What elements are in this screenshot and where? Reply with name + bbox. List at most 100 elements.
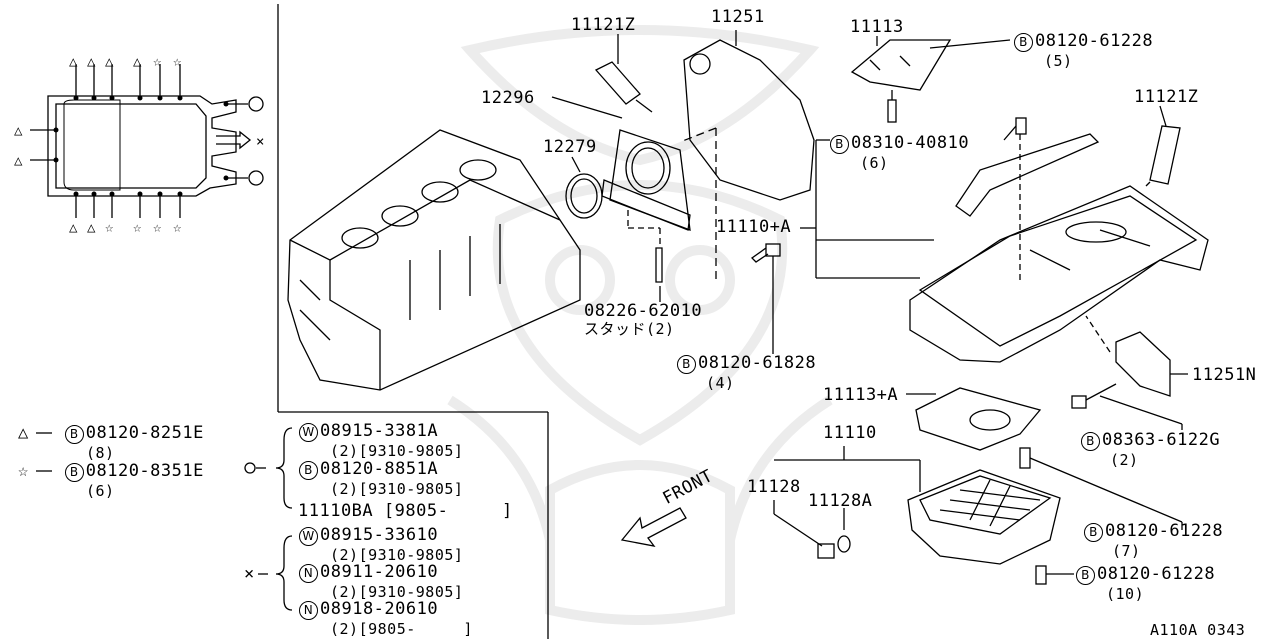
qty: (6) [86,482,115,500]
svg-text:☆: ☆ [153,220,162,236]
label-11121z-top: 11121Z [571,15,636,35]
note: [9805- ] [383,501,513,521]
sealant-tube-right [1149,125,1181,185]
cover [1115,331,1171,397]
star-icon: ☆ [18,461,29,481]
bolt-40810 [1015,117,1027,135]
badge-b: B [1014,33,1033,52]
label-11128: 11128 [747,477,801,497]
note: (2)[9310-9805] [330,546,464,564]
bolt-61828 [750,243,781,263]
label-11251n: 11251N [1192,365,1257,385]
label-11113: 11113 [850,17,904,37]
badge-b: B [1076,566,1095,585]
seal-retainer [601,129,691,231]
note: (2)[9310-9805] [330,442,464,460]
label-11110a: 11110+A [716,217,792,237]
legend-circle-line-3: 11110BA [9805- ] [298,502,513,520]
part-number: 08120-61228 [1097,564,1216,584]
callout-stud: 08226-62010 [584,301,703,321]
drain-washer [837,535,851,553]
part-number: 08120-61228 [1105,521,1224,541]
svg-text:△: △ [87,220,96,236]
svg-text:△: △ [105,54,114,70]
svg-text:△: △ [87,54,96,70]
svg-text:×: × [256,134,264,150]
gasket-schematic [30,64,264,218]
svg-text:☆: ☆ [105,220,114,236]
qty: (4) [706,374,735,392]
bolt-top [887,99,897,123]
rear-plate [683,39,815,201]
svg-text:△: △ [14,123,23,139]
badge-w: W [299,527,318,546]
badge-b: B [64,463,84,482]
label-11251: 11251 [711,7,765,27]
qty: (7) [1112,542,1141,560]
bolt-61228-7 [1019,447,1031,469]
page-code: A110A 0343 [1150,621,1246,639]
badge-n: N [299,564,318,583]
qty: (5) [1044,52,1073,70]
triangle-icon: △ [18,423,29,443]
part-number: 08120-8251E [85,423,204,443]
qty: (6) [860,154,889,172]
part-number: 08120-61828 [698,353,817,373]
label-12296: 12296 [481,88,535,108]
svg-text:☆: ☆ [153,54,162,70]
bolt-6122g [1071,395,1087,409]
part-number: 11110BA [298,501,374,521]
badge-b: B [299,461,318,480]
oil-pan-upper [909,185,1209,363]
label-11121z-right: 11121Z [1134,87,1199,107]
badge-n: N [299,601,318,620]
badge-b: B [1081,432,1100,451]
stud-qty: スタッド(2) [584,320,675,338]
part-number: 08915-33610 [320,525,439,545]
badge-b: B [64,425,84,444]
note: (2)[9805- ] [330,620,473,638]
badge-w: W [299,423,318,442]
badge-b: B [1084,523,1103,542]
badge-b: B [677,355,696,374]
svg-text:☆: ☆ [173,220,182,236]
gasket-symbols: △△△ △☆☆ △△☆ ☆☆☆ △△ × [14,54,264,236]
part-number: 08310-40810 [851,133,970,153]
baffle-plate-lower [915,387,1042,451]
part-number: 08120-8351E [85,461,204,481]
qty: (10) [1106,585,1145,603]
stiffener [955,133,1100,217]
badge-b: B [830,135,849,154]
svg-text:☆: ☆ [173,54,182,70]
front-arrow [620,507,687,547]
part-number: 08915-3381A [320,421,439,441]
part-number: 08918-20610 [320,599,439,619]
part-number: 08120-8851A [320,459,439,479]
sealant-tube [594,61,641,105]
svg-text:△: △ [133,54,142,70]
drain-plug [817,543,835,559]
label-11128a: 11128A [808,491,873,511]
label-11113a: 11113+A [823,385,899,405]
qty: (2) [1110,451,1139,469]
note: (2)[9310-9805] [330,480,464,498]
engine-block [287,129,581,391]
part-number: 08120-61228 [1035,31,1154,51]
bracket-cross [275,535,293,611]
svg-text:△: △ [14,153,23,169]
svg-text:△: △ [69,54,78,70]
